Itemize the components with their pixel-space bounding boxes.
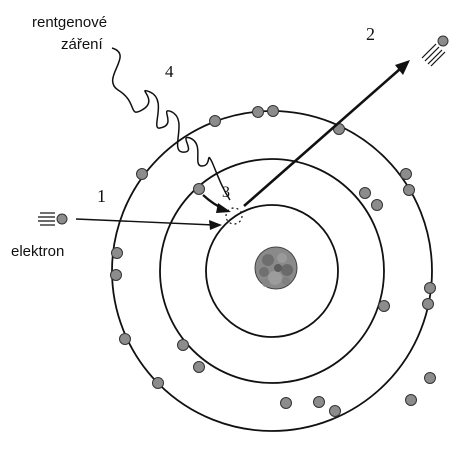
inner-shell [205, 204, 339, 338]
electron [193, 361, 205, 373]
electron-label: elektron [11, 243, 64, 260]
electron [359, 187, 371, 199]
electron [267, 105, 279, 117]
electron [313, 396, 325, 408]
electron [152, 377, 164, 389]
electron [177, 339, 189, 351]
electron [424, 282, 436, 294]
step-3-label: 3 [222, 184, 230, 201]
step-2-label: 2 [366, 24, 375, 44]
step-4-label: 4 [165, 62, 174, 81]
electron [110, 269, 122, 281]
incoming-path-arrow [75, 218, 222, 230]
xray-label-line2: záření [61, 36, 104, 53]
vacancy-icon [225, 207, 243, 225]
ejected-electron-icon [421, 35, 449, 67]
electron [193, 183, 205, 195]
xray-label-line1: rentgenové [32, 14, 107, 31]
electron [378, 300, 390, 312]
middle-shell-electrons [177, 183, 390, 409]
electron [111, 247, 123, 259]
electron [422, 298, 434, 310]
electron [405, 394, 417, 406]
step-1-label: 1 [97, 186, 106, 206]
electron [136, 168, 148, 180]
electron [252, 106, 264, 118]
electron [280, 397, 292, 409]
transition-arrow [202, 194, 231, 213]
electron [403, 184, 415, 196]
incoming-electron-icon [38, 212, 68, 226]
outer-shell-electrons [110, 105, 436, 417]
electron [119, 333, 131, 345]
electron [371, 199, 383, 211]
electron [400, 168, 412, 180]
electron [329, 405, 341, 417]
electron [424, 372, 436, 384]
photon-wave-icon [111, 47, 231, 201]
nucleus-icon [254, 246, 298, 290]
ejected-path-arrow [243, 60, 410, 207]
electron [209, 115, 221, 127]
middle-shell [159, 158, 385, 384]
